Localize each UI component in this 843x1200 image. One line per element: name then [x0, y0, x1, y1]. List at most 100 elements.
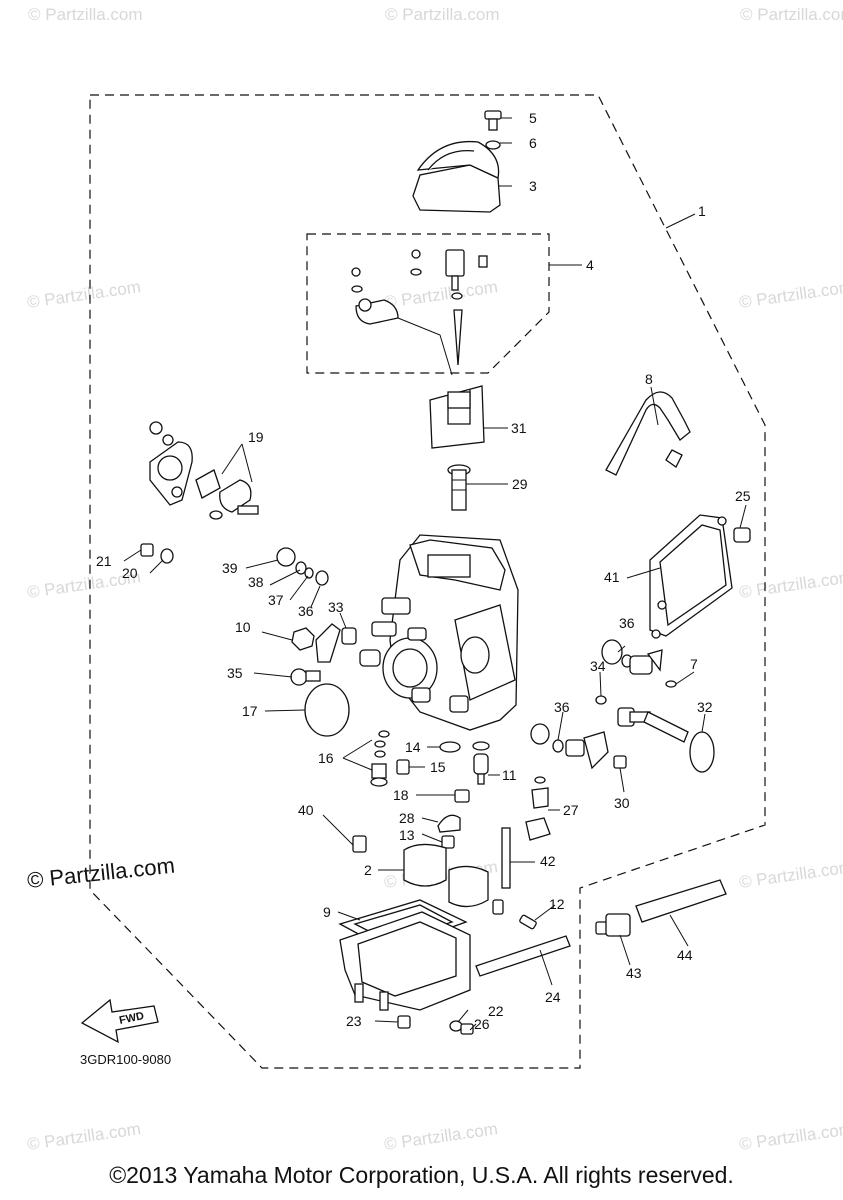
- callout-10: 10: [235, 619, 251, 635]
- callout-43: 43: [626, 965, 642, 981]
- plunger-parts-right: [595, 639, 677, 705]
- callout-36: 36: [298, 603, 314, 619]
- needle-kit-boundary: [306, 233, 550, 374]
- seal-part-20: [160, 548, 174, 564]
- callout-29: 29: [512, 476, 528, 492]
- callout-3: 3: [529, 178, 537, 194]
- jet-part-18: [454, 789, 470, 803]
- callout-40: 40: [298, 802, 314, 818]
- callout-19: 19: [248, 429, 264, 445]
- callout-12: 12: [549, 896, 565, 912]
- copyright-notice: ©2013 Yamaha Motor Corporation, U.S.A. A…: [109, 1162, 734, 1188]
- watermark-text: © Partzilla.com: [738, 567, 843, 602]
- needle-kit-part-4: [351, 249, 488, 376]
- callout-28: 28: [399, 810, 415, 826]
- callout-26: 26: [474, 1016, 490, 1032]
- callout-35: 35: [227, 665, 243, 681]
- screw-part-35: [290, 668, 321, 686]
- callout-1: 1: [698, 203, 706, 219]
- washer-part-26: [449, 1020, 463, 1032]
- jet-part-13: [441, 835, 455, 849]
- float-bowl: [339, 911, 471, 1011]
- callout-33: 33: [328, 599, 344, 615]
- callout-34: 34: [590, 658, 606, 674]
- callout-2: 2: [364, 862, 372, 878]
- float-valve-part-11: [472, 741, 490, 785]
- callouts: 5 6 3 1 4 8 31 19 29 25 21 20 39 38 41 3…: [96, 110, 751, 1032]
- carburetor-body: [359, 534, 519, 731]
- cap-part-28: [437, 814, 461, 833]
- jet-part-15: [396, 759, 410, 775]
- nut-part-10: [291, 627, 315, 651]
- watermark-text: © Partzilla.com: [738, 857, 843, 892]
- callout-31: 31: [511, 420, 527, 436]
- callout-36: 36: [554, 699, 570, 715]
- adjuster-part-33: [341, 627, 357, 645]
- assembly-boundary: [89, 94, 766, 1069]
- callout-9: 9: [323, 904, 331, 920]
- drain-screw-part-40: [352, 835, 367, 853]
- callout-17: 17: [242, 703, 258, 719]
- callout-25: 25: [735, 488, 751, 504]
- screw-part-23: [397, 1015, 411, 1029]
- screw-set-part-27: [525, 776, 551, 841]
- callout-22: 22: [488, 1003, 504, 1019]
- o-ring-part-17: [304, 683, 350, 737]
- watermark-text: © Partzilla.com: [740, 5, 843, 24]
- callout-11: 11: [502, 767, 517, 783]
- bolt-part-12: [519, 914, 537, 930]
- throttle-slide-part-31: [429, 385, 485, 449]
- drain-hose-part-24: [475, 935, 571, 977]
- callout-8: 8: [645, 371, 653, 387]
- watermark-text: © Partzilla.com: [738, 1119, 843, 1154]
- callout-15: 15: [430, 759, 446, 775]
- washer-part-14: [439, 741, 461, 753]
- callout-20: 20: [122, 565, 138, 581]
- throttle-lever: [315, 623, 341, 663]
- hose-part-44: [635, 879, 727, 923]
- callout-32: 32: [697, 699, 713, 715]
- parts-36-30-right: [530, 723, 627, 770]
- float-pin-part-42: [492, 827, 511, 915]
- accelerator-pump-part-19: [149, 421, 259, 520]
- watermark-text: © Partzilla.com: [28, 5, 143, 24]
- callout-6: 6: [529, 135, 537, 151]
- watermark-text: © Partzilla.com: [383, 277, 499, 312]
- callout-21: 21: [96, 553, 112, 569]
- diagram-code: 3GDR100-9080: [80, 1052, 171, 1067]
- callout-18: 18: [393, 787, 409, 803]
- jets-part-16: [370, 730, 390, 787]
- callout-30: 30: [614, 795, 630, 811]
- callout-13: 13: [399, 827, 415, 843]
- fitting-part-43: [595, 913, 631, 937]
- callout-37: 37: [268, 592, 284, 608]
- partzilla-watermark: © Partzilla.com: [26, 853, 176, 893]
- callout-23: 23: [346, 1013, 362, 1029]
- screw-part-21: [140, 543, 154, 557]
- screw-part-5: [484, 110, 502, 131]
- screw-part-25: [733, 527, 751, 543]
- pump-cover-part-41: [649, 514, 733, 639]
- callout-41: 41: [604, 569, 620, 585]
- callout-4: 4: [586, 257, 594, 273]
- starter-plunger-part-32: [617, 707, 715, 773]
- callout-7: 7: [690, 656, 698, 672]
- watermark-text: © Partzilla.com: [738, 277, 843, 312]
- fwd-label: FWD: [118, 1010, 145, 1027]
- callout-38: 38: [248, 574, 264, 590]
- small-parts-39-38-37-36: [276, 547, 329, 586]
- needle-jet-part-29: [447, 464, 471, 511]
- callout-24: 24: [545, 989, 561, 1005]
- callout-42: 42: [540, 853, 556, 869]
- washer-part-6: [485, 140, 501, 150]
- callout-36: 36: [619, 615, 635, 631]
- leader-lines: [123, 117, 747, 1031]
- fwd-arrow: FWD: [80, 998, 159, 1044]
- vent-hose-part-8: [605, 391, 691, 476]
- callout-16: 16: [318, 750, 334, 766]
- callout-27: 27: [563, 802, 579, 818]
- callout-44: 44: [677, 947, 693, 963]
- callout-5: 5: [529, 110, 537, 126]
- watermark-text: © Partzilla.com: [385, 5, 500, 24]
